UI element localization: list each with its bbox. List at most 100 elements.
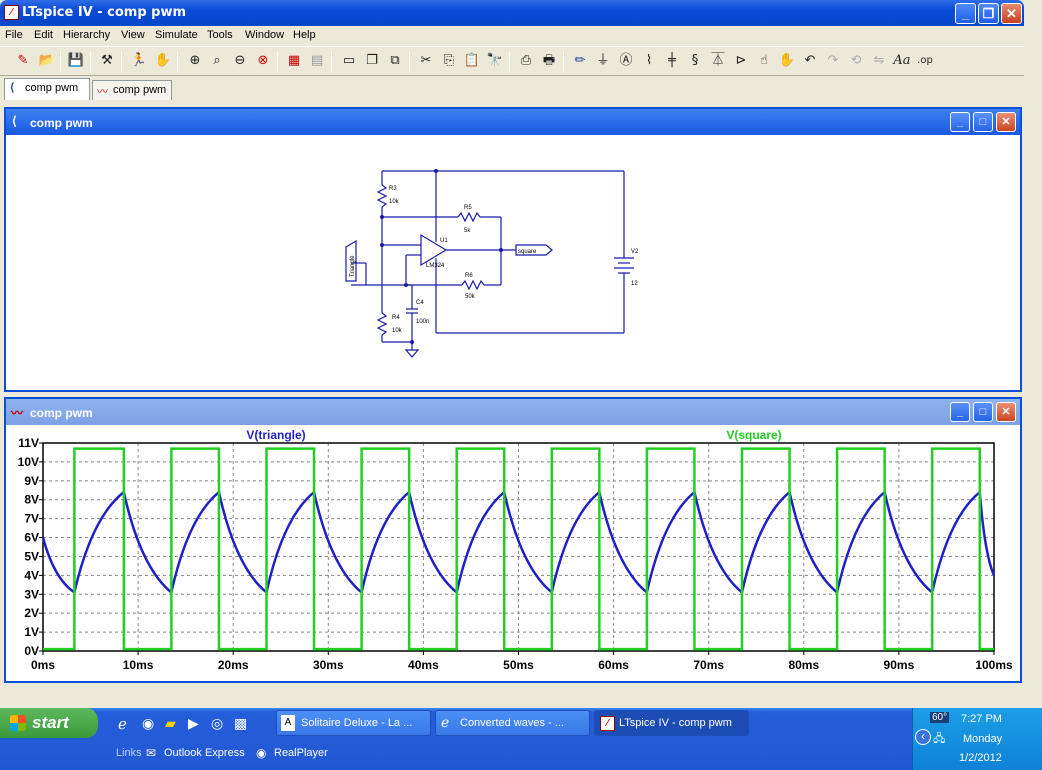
spice-directive-icon[interactable]: .op	[917, 55, 933, 66]
new-schematic-icon[interactable]: ✎	[17, 53, 29, 68]
waveform-close-button[interactable]: ✕	[996, 402, 1016, 422]
ie-icon[interactable]: ℯ	[118, 716, 127, 733]
link-outlook-express[interactable]: Outlook Express	[164, 747, 245, 759]
taskbar: start ℯ ◉ ▰ ▶ ◎ ▩ A Solitaire Deluxe - L…	[0, 708, 1042, 770]
waveform-maximize-button[interactable]: □	[973, 402, 993, 422]
r5-value: 5k	[464, 228, 471, 234]
x-tick-label: 80ms	[788, 658, 819, 672]
task-converted-waves[interactable]: ℯ Converted waves - ...	[435, 710, 590, 736]
run-icon[interactable]: 🏃	[130, 53, 148, 68]
menu-view[interactable]: View	[121, 29, 145, 41]
schematic-canvas[interactable]: R3 10k R5 5k U1 LM324 R6 50k R4 10k C4 1…	[6, 135, 1020, 390]
start-button[interactable]: start	[0, 708, 98, 738]
solitaire-icon: A	[281, 715, 295, 731]
schematic-minimize-button[interactable]: _	[950, 112, 970, 132]
quicklaunch-icon[interactable]: ◉	[142, 715, 155, 731]
weather-temp[interactable]: 60°	[930, 712, 950, 723]
rotate-icon[interactable]: ⟲	[850, 53, 862, 68]
c4-name: C4	[416, 300, 424, 306]
quicktime-icon[interactable]: ◎	[211, 715, 224, 731]
menu-simulate[interactable]: Simulate	[155, 29, 198, 41]
menu-hierarchy[interactable]: Hierarchy	[63, 29, 111, 41]
component-icon[interactable]: ⊳	[735, 53, 747, 68]
y-tick-label: 3V	[24, 587, 39, 601]
menu-file[interactable]: File	[5, 29, 23, 41]
chevron-left-icon[interactable]: ‹	[915, 729, 931, 745]
y-tick-label: 7V	[24, 512, 39, 526]
ground-icon[interactable]: ⏚	[596, 53, 610, 68]
pan-icon[interactable]: ⌕	[213, 53, 221, 68]
schematic-window-title-bar[interactable]: ⟨ comp pwm _ □ ✕	[6, 109, 1020, 135]
diode-icon[interactable]: ⏄	[711, 53, 725, 68]
x-tick-label: 90ms	[884, 658, 915, 672]
series-square-line	[43, 447, 994, 651]
x-tick-label: 60ms	[598, 658, 629, 672]
zoom-in-icon[interactable]: ⊕	[189, 53, 201, 68]
waveform-window-title-bar[interactable]: 〰 comp pwm _ □ ✕	[6, 399, 1020, 425]
task-solitaire[interactable]: A Solitaire Deluxe - La ...	[276, 710, 431, 736]
y-tick-label: 8V	[24, 493, 39, 507]
schematic-window-title: comp pwm	[30, 116, 93, 130]
waveform-minimize-button[interactable]: _	[950, 402, 970, 422]
network-icon[interactable]: 🖧	[933, 733, 946, 745]
restore-button[interactable]: ❐	[978, 3, 999, 24]
mirror-icon[interactable]: ⇋	[873, 53, 885, 68]
clock-date: 1/2/2012	[959, 752, 1002, 764]
u1-value: LM324	[426, 263, 445, 269]
tab-schematic[interactable]: ⟨ comp pwm	[4, 78, 90, 100]
clock-time[interactable]: 7:27 PM	[961, 713, 1002, 725]
control-panel-icon[interactable]: ⚒	[101, 53, 113, 68]
close-button[interactable]: ✕	[1001, 3, 1022, 24]
task-ltspice[interactable]: ⁄ LTspice IV - comp pwm	[594, 710, 749, 736]
realplayer-icon: ◉	[256, 746, 267, 760]
autorange-icon[interactable]: ▦	[287, 53, 301, 68]
menu-tools[interactable]: Tools	[207, 29, 233, 41]
find-icon[interactable]: 🔭	[486, 53, 504, 68]
halt-icon[interactable]: ✋	[154, 53, 172, 68]
ie-icon: ℯ	[441, 714, 450, 730]
undo-icon[interactable]: ↶	[804, 53, 816, 68]
zoom-fit-icon[interactable]: ⊗	[257, 53, 269, 68]
open-folder-icon[interactable]: 📂	[38, 53, 56, 68]
y-tick-label: 11V	[18, 436, 39, 450]
zoom-out-icon[interactable]: ⊖	[234, 53, 246, 68]
y-tick-label: 5V	[24, 549, 39, 563]
app-title-bar[interactable]: ⁄ LTspice IV - comp pwm _ ❐ ✕	[0, 0, 1024, 26]
split-icon[interactable]: ▤	[310, 53, 324, 68]
draw-wire-icon[interactable]: ✏	[574, 53, 586, 68]
net-label-triangle: Triangle	[350, 255, 356, 277]
cut-icon[interactable]: ✂	[420, 53, 432, 68]
capacitor-icon[interactable]: ╪	[668, 53, 676, 68]
paste-icon[interactable]: 📋	[463, 53, 481, 68]
text-icon[interactable]: Aa	[893, 53, 911, 68]
schematic-icon: ⟨	[12, 114, 17, 128]
menu-edit[interactable]: Edit	[34, 29, 53, 41]
cascade-icon[interactable]: ❐	[366, 53, 378, 68]
copy-icon[interactable]: ⎘	[443, 53, 455, 68]
save-icon[interactable]: 💾	[67, 53, 85, 68]
schematic-close-button[interactable]: ✕	[996, 112, 1016, 132]
tab-waveform[interactable]: 〰 comp pwm	[92, 80, 172, 100]
label-net-icon[interactable]: Ⓐ	[619, 53, 633, 68]
print-icon[interactable]: 🖶	[542, 53, 556, 68]
resistor-icon[interactable]: ⌇	[645, 53, 653, 68]
media-player-icon[interactable]: ▶	[188, 715, 199, 731]
folder-icon[interactable]: ▰	[165, 715, 176, 731]
drag-icon[interactable]: ✋	[778, 53, 796, 68]
move-icon[interactable]: ☝	[760, 53, 768, 68]
r6-value: 50k	[465, 294, 476, 300]
tile-horizontal-icon[interactable]: ▭	[342, 53, 356, 68]
minimize-button[interactable]: _	[955, 3, 976, 24]
inductor-icon[interactable]: §	[691, 53, 699, 68]
link-realplayer[interactable]: RealPlayer	[274, 747, 328, 759]
series-triangle-line	[41, 489, 996, 595]
menu-window[interactable]: Window	[245, 29, 285, 41]
print-preview-icon[interactable]: ⎙	[520, 53, 532, 68]
app-title: LTspice IV - comp pwm	[22, 5, 187, 20]
menu-help[interactable]: Help	[293, 29, 316, 41]
redo-icon[interactable]: ↷	[827, 53, 839, 68]
schematic-maximize-button[interactable]: □	[973, 112, 993, 132]
close-all-icon[interactable]: ⧉	[390, 53, 400, 68]
paint-icon[interactable]: ▩	[234, 715, 248, 731]
